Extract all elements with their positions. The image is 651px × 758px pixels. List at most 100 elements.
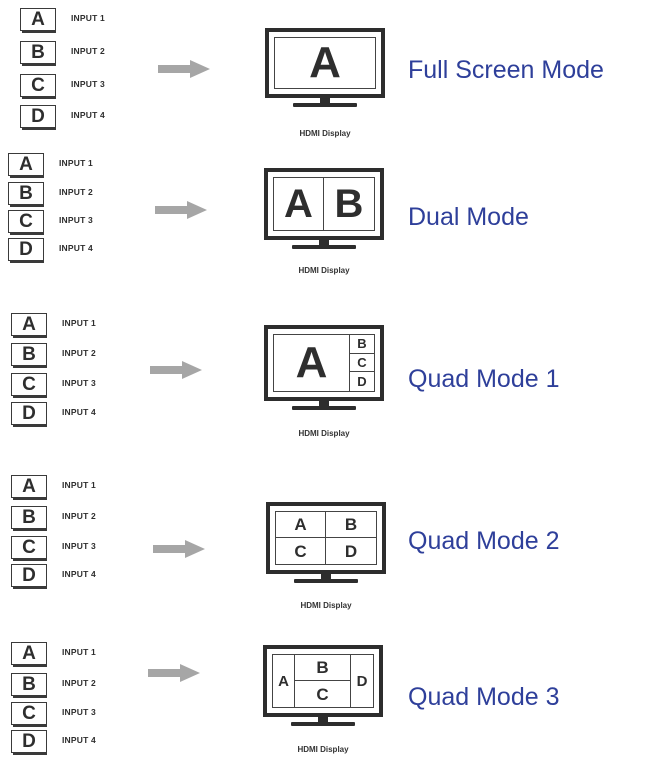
monitor-icon: C <box>11 702 47 728</box>
input-label: INPUT 4 <box>62 569 96 579</box>
monitor-icon: A <box>11 642 47 668</box>
input-item-3: C INPUT 3 <box>11 536 121 564</box>
mode-row-full-screen: A INPUT 1 B INPUT 2 C INPUT 3 D INPUT 4 … <box>0 0 651 150</box>
display-caption: HDMI Display <box>300 601 352 610</box>
screen-cell-a: A <box>276 512 326 538</box>
screen-cell-b: B <box>295 655 351 681</box>
input-label: INPUT 3 <box>62 378 96 388</box>
arrow-right-icon <box>153 540 205 558</box>
monitor-icon: C <box>11 373 47 399</box>
monitor-icon: D <box>11 402 47 428</box>
input-item-3: C INPUT 3 <box>8 210 118 238</box>
input-letter: C <box>22 703 36 724</box>
input-item-3: C INPUT 3 <box>20 74 130 102</box>
input-label: INPUT 3 <box>62 541 96 551</box>
screen-cell-c: C <box>295 681 351 707</box>
input-letter: C <box>22 374 36 395</box>
monitor-icon: D <box>20 105 56 131</box>
monitor-icon: B <box>8 182 44 208</box>
screen-cell-c: C <box>350 354 374 373</box>
input-item-4: D INPUT 4 <box>11 730 121 758</box>
arrow-right-icon <box>158 60 210 78</box>
hdmi-display: A B C D HDMI Display <box>263 645 383 757</box>
hdmi-display: A B C D HDMI Display <box>266 502 386 612</box>
display-caption: HDMI Display <box>297 745 349 754</box>
input-letter: C <box>22 537 36 558</box>
input-item-3: C INPUT 3 <box>11 373 121 401</box>
mode-title: Quad Mode 1 <box>408 365 560 393</box>
mode-title: Full Screen Mode <box>408 56 604 84</box>
input-label: INPUT 4 <box>59 243 93 253</box>
input-label: INPUT 3 <box>62 707 96 717</box>
input-item-4: D INPUT 4 <box>11 564 121 592</box>
input-item-2: B INPUT 2 <box>11 343 121 371</box>
input-letter: A <box>31 9 45 30</box>
input-letter: A <box>22 643 36 664</box>
input-label: INPUT 2 <box>62 511 96 521</box>
arrow-right-icon <box>150 361 202 379</box>
input-letter: A <box>22 314 36 335</box>
input-letter: B <box>22 344 36 365</box>
monitor-icon: C <box>8 210 44 236</box>
mode-title: Dual Mode <box>408 203 529 231</box>
input-letter: D <box>19 239 33 260</box>
input-item-4: D INPUT 4 <box>20 105 130 133</box>
arrow-right-icon <box>148 664 200 682</box>
input-letter: C <box>19 211 33 232</box>
input-label: INPUT 1 <box>62 318 96 328</box>
input-letter: D <box>22 565 36 586</box>
monitor-icon: D <box>11 730 47 756</box>
display-caption: HDMI Display <box>299 129 351 138</box>
screen-cell-b: B <box>326 512 376 538</box>
input-label: INPUT 1 <box>62 480 96 490</box>
input-item-2: B INPUT 2 <box>11 506 121 534</box>
input-item-1: A INPUT 1 <box>11 475 121 503</box>
screen-cell-d: D <box>344 541 358 561</box>
monitor-icon: B <box>11 673 47 699</box>
input-letter: A <box>19 154 33 175</box>
screen-cell-b: B <box>334 182 364 226</box>
monitor-icon: C <box>20 74 56 100</box>
input-letter: A <box>22 476 36 497</box>
monitor-icon: D <box>8 238 44 264</box>
input-label: INPUT 4 <box>62 735 96 745</box>
input-letter: D <box>22 403 36 424</box>
hdmi-display: A B HDMI Display <box>264 168 384 280</box>
input-item-3: C INPUT 3 <box>11 702 121 730</box>
monitor-icon: A <box>11 475 47 501</box>
mode-row-dual: A INPUT 1 B INPUT 2 C INPUT 3 D INPUT 4 … <box>0 150 651 300</box>
input-item-1: A INPUT 1 <box>11 642 121 670</box>
monitor-icon: C <box>11 536 47 562</box>
screen-cell-a: A <box>273 655 295 707</box>
input-item-2: B INPUT 2 <box>20 41 130 69</box>
screen-cell-b: B <box>350 335 374 354</box>
screen-cell-d: D <box>357 374 367 390</box>
display-caption: HDMI Display <box>298 429 350 438</box>
screen-cell-a: A <box>274 335 350 391</box>
input-label: INPUT 4 <box>62 407 96 417</box>
input-item-1: A INPUT 1 <box>8 153 118 181</box>
input-label: INPUT 2 <box>59 187 93 197</box>
mode-title: Quad Mode 3 <box>408 683 560 711</box>
input-label: INPUT 3 <box>59 215 93 225</box>
input-letter: D <box>22 731 36 752</box>
mode-row-quad-2: A INPUT 1 B INPUT 2 C INPUT 3 D INPUT 4 … <box>0 470 651 620</box>
input-item-4: D INPUT 4 <box>8 238 118 266</box>
input-label: INPUT 1 <box>71 13 105 23</box>
mode-row-quad-1: A INPUT 1 B INPUT 2 C INPUT 3 D INPUT 4 … <box>0 305 651 465</box>
input-label: INPUT 1 <box>59 158 93 168</box>
arrow-right-icon <box>155 201 207 219</box>
screen-cell-a: A <box>309 38 341 87</box>
monitor-icon: A <box>8 153 44 179</box>
input-item-2: B INPUT 2 <box>8 182 118 210</box>
monitor-icon: A <box>20 8 56 34</box>
input-letter: C <box>31 75 45 96</box>
monitor-icon: B <box>20 41 56 67</box>
display-caption: HDMI Display <box>298 266 350 275</box>
input-label: INPUT 2 <box>62 348 96 358</box>
monitor-icon: B <box>11 506 47 532</box>
input-item-2: B INPUT 2 <box>11 673 121 701</box>
monitor-icon: D <box>11 564 47 590</box>
hdmi-display: A HDMI Display <box>265 28 385 138</box>
hdmi-display: A B C D HDMI Display <box>264 325 384 443</box>
